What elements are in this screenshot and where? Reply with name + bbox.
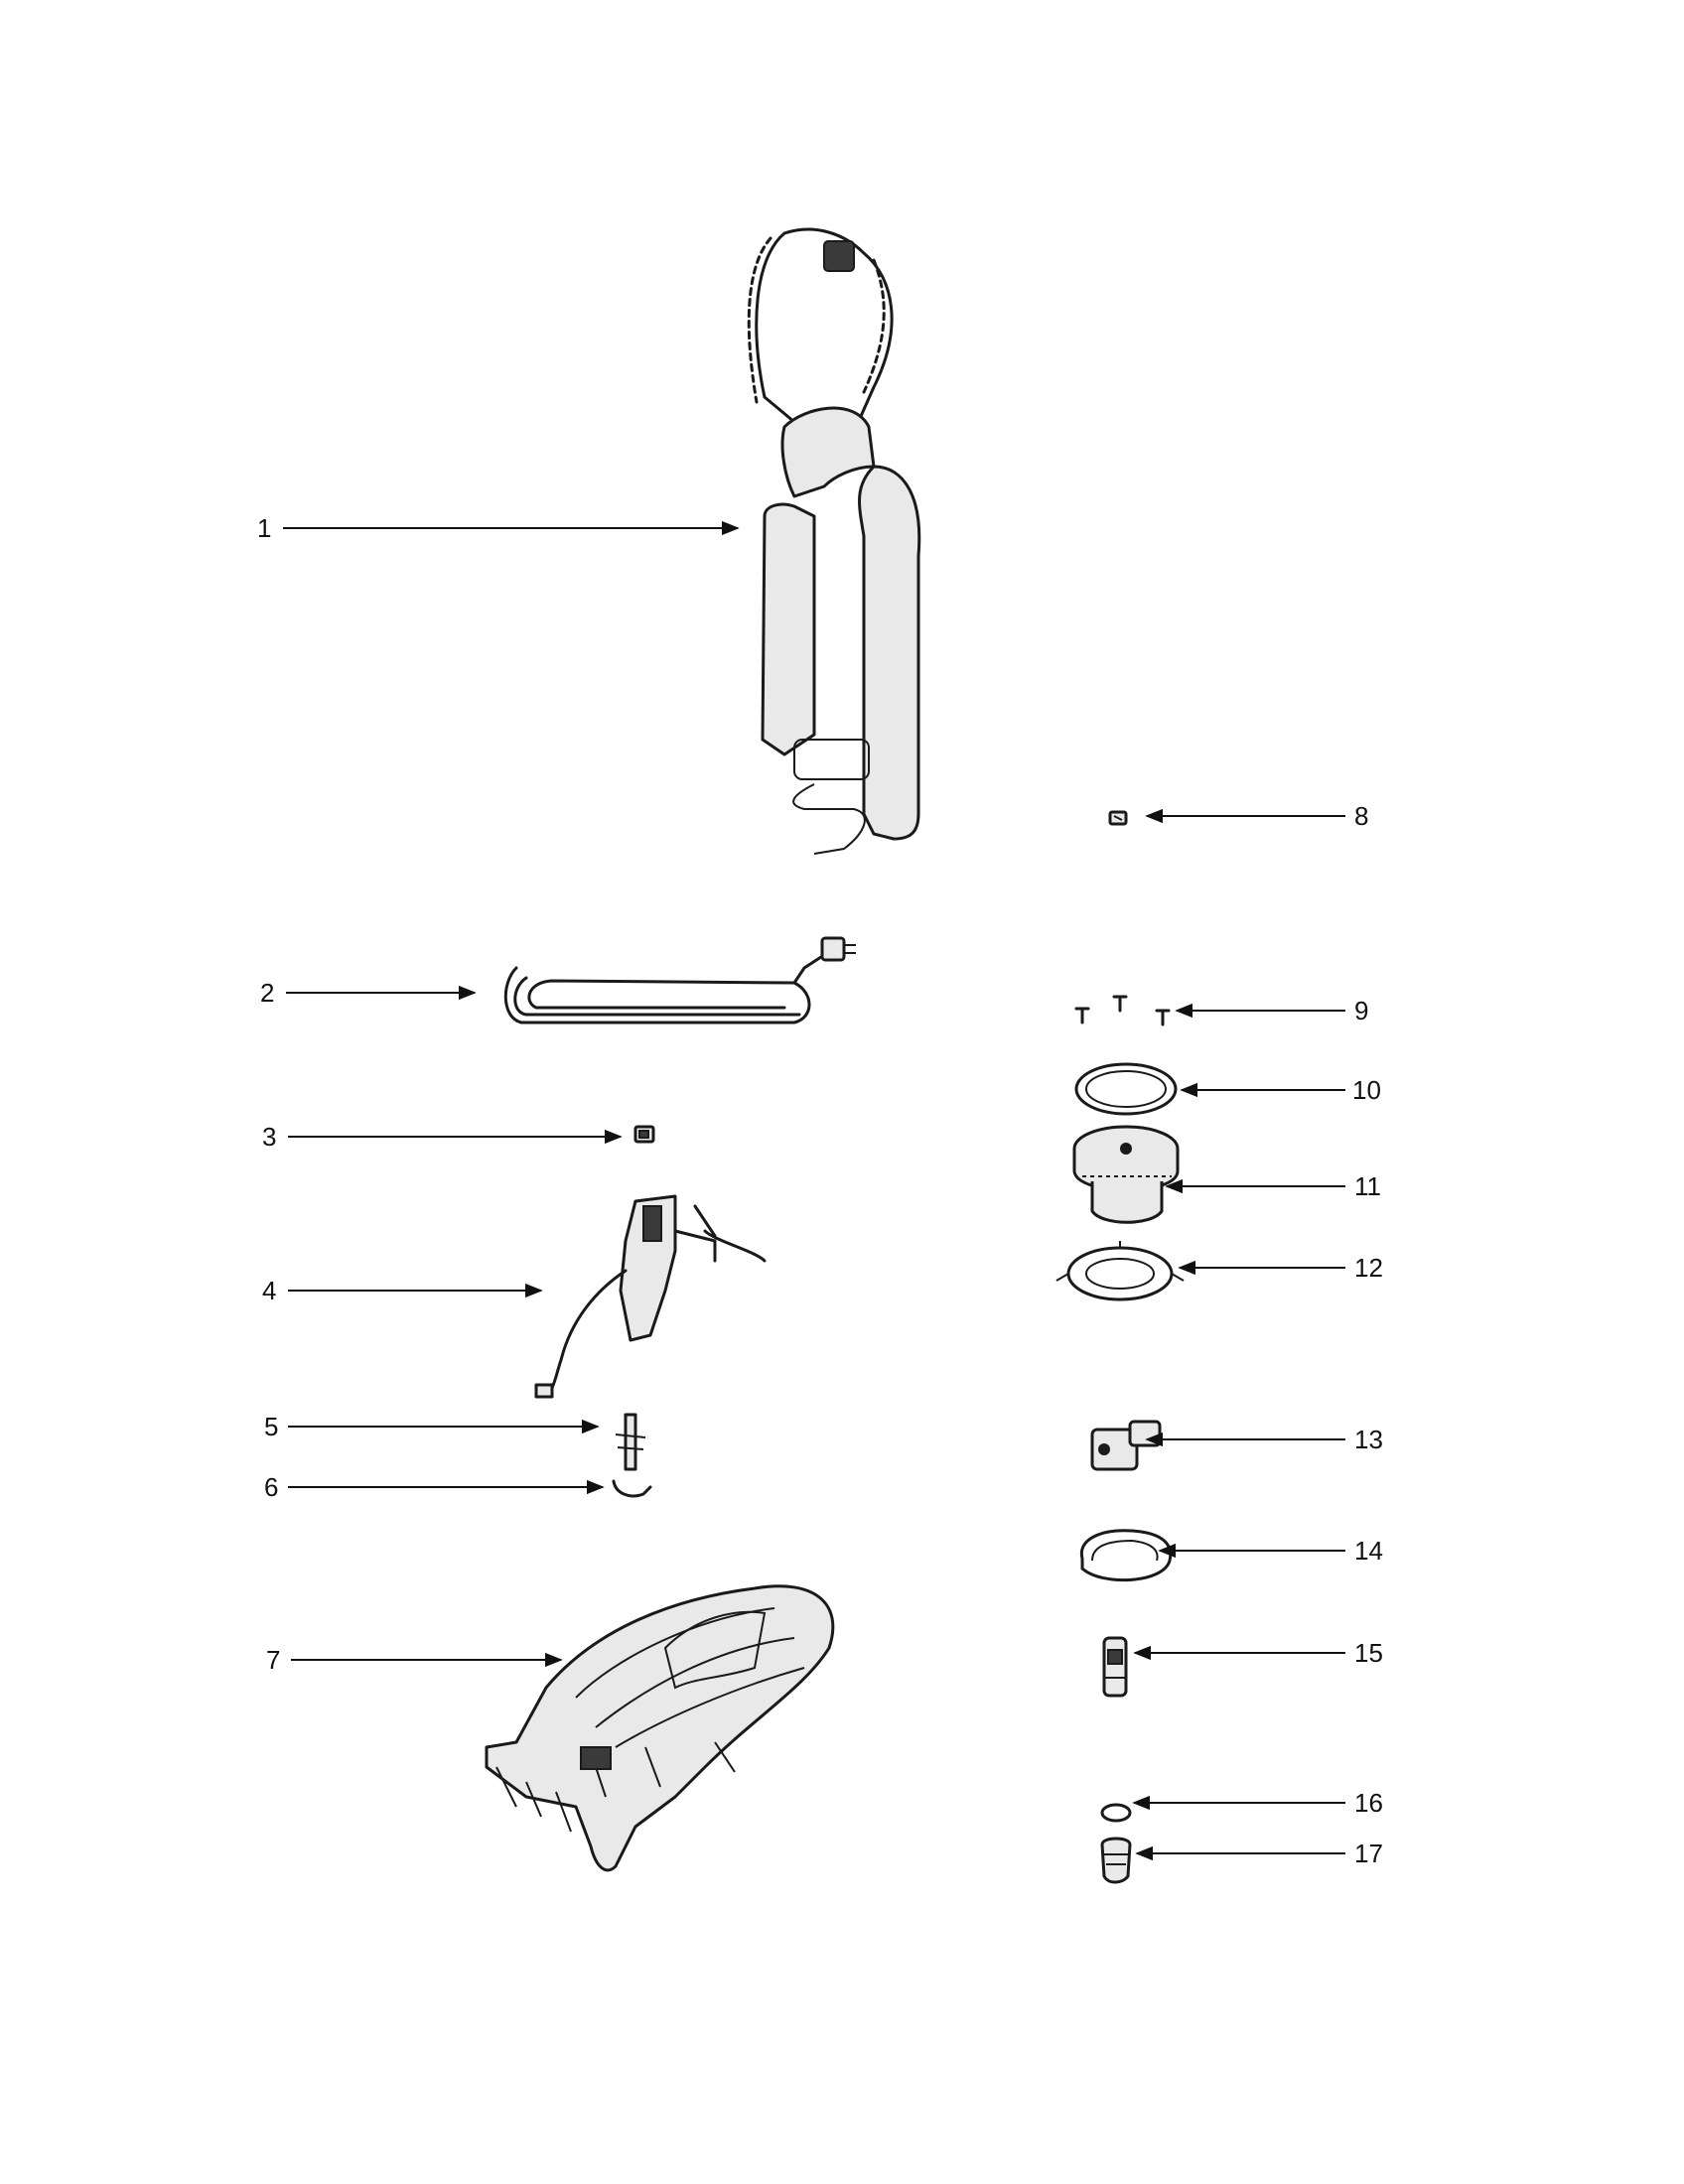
part-16-o-ring: [1100, 1803, 1132, 1823]
part-3-clip: [633, 1125, 655, 1144]
callout-9: 9: [1354, 996, 1368, 1025]
callout-4: 4: [262, 1276, 276, 1305]
callout-13: 13: [1354, 1425, 1383, 1454]
part-7-base: [485, 1584, 835, 1872]
part-5-fitting: [615, 1413, 646, 1471]
part-2-power-cord: [503, 936, 856, 1024]
part-11-motor: [1072, 1125, 1180, 1224]
callout-10: 10: [1352, 1075, 1381, 1105]
part-4-switch-assembly: [534, 1194, 767, 1399]
part-9-screws: [1074, 995, 1171, 1026]
callout-6: 6: [264, 1472, 278, 1502]
part-10-gasket: [1074, 1062, 1178, 1116]
callout-17: 17: [1354, 1839, 1383, 1868]
callout-12: 12: [1354, 1253, 1383, 1283]
callout-8: 8: [1354, 801, 1368, 831]
part-6-elbow: [612, 1479, 652, 1498]
part-1-handle: [747, 227, 921, 855]
callout-3: 3: [262, 1122, 276, 1152]
callout-11: 11: [1354, 1171, 1381, 1201]
part-14-gasket: [1079, 1529, 1173, 1582]
callout-1: 1: [257, 513, 271, 543]
callout-7: 7: [266, 1645, 280, 1675]
part-8-clip: [1108, 810, 1128, 826]
callout-14: 14: [1354, 1536, 1383, 1566]
callout-2: 2: [260, 978, 274, 1008]
callout-15: 15: [1354, 1638, 1383, 1668]
callout-numbers: 1 2 3 4 5 6 7 8 9 10 11 12 13 14 15 16 1…: [257, 513, 1383, 1868]
part-15-valve: [1102, 1636, 1128, 1698]
part-17-nozzle: [1100, 1837, 1132, 1884]
part-12-mount-plate: [1055, 1241, 1185, 1301]
callout-16: 16: [1354, 1788, 1383, 1818]
callout-5: 5: [264, 1412, 278, 1441]
leader-lines: [283, 520, 1345, 1861]
part-13-pump: [1090, 1420, 1162, 1471]
